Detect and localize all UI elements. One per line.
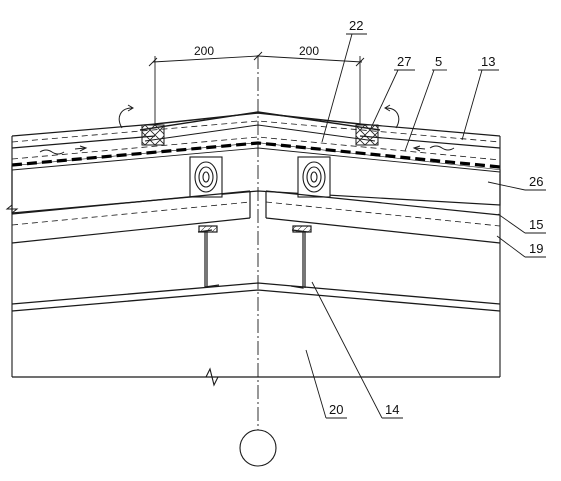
label-22: 22 [349,18,363,33]
dimension-lines [148,51,365,125]
label-13: 13 [481,54,495,69]
label-27: 27 [397,54,411,69]
label-15: 15 [529,217,543,232]
liner-sheet [11,190,501,244]
main-rafter-beam [5,136,501,387]
wooden-battens [189,156,331,198]
insulation-layer [11,142,501,214]
ventilation-blocks [141,124,379,146]
label-20: 20 [329,402,343,417]
airflow-arrows [39,104,455,155]
leader-lines [305,33,546,419]
label-5: 5 [435,54,442,69]
purlins [197,225,312,289]
label-14: 14 [385,402,399,417]
roof-cladding [11,111,501,161]
dimension-left: 200 [194,44,214,58]
dimension-right: 200 [299,44,319,58]
ridge-centerline [239,55,277,467]
label-19: 19 [529,241,543,256]
label-26: 26 [529,174,543,189]
